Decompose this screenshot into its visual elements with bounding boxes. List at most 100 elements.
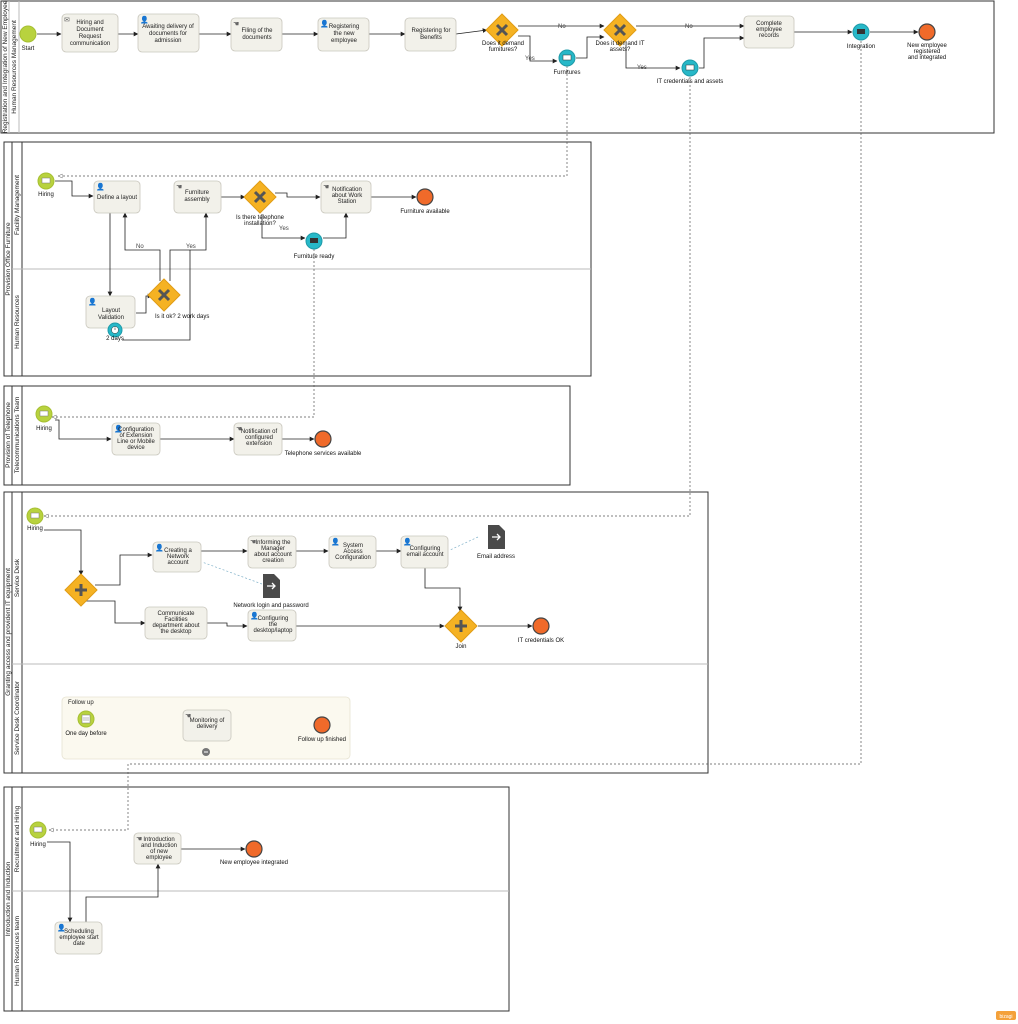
user-icon: 👤 [320,19,329,28]
pool-label: Introduction and Induction [5,861,12,936]
gateway-is-it-ok[interactable]: Is it ok? 2 work days [147,278,209,320]
start-message-hiring-telephone[interactable]: Hiring [35,405,53,432]
timer-start-one-day-before[interactable]: One day before [65,710,107,737]
user-icon: 👤 [155,543,164,552]
pool-label: Provision Office Furniture [5,222,12,296]
message-flows [44,41,862,830]
start-message-hiring-furniture[interactable]: Hiring [37,172,55,198]
svg-text:Hiring: Hiring [36,426,52,432]
svg-text:bizagi: bizagi [999,1014,1012,1020]
svg-text:Follow up finished: Follow up finished [298,737,346,743]
flow-label: No [685,24,693,30]
data-object-network-login[interactable]: Network login and password [233,574,309,609]
start-message-hiring-induction[interactable]: Hiring [29,821,47,848]
data-object-email[interactable]: Email address [477,525,515,560]
end-event-telephone-available[interactable]: Telephone services available [285,430,362,457]
end-event-new-employee-integrated[interactable]: New employee integrated [220,840,288,866]
timer-event-two-days[interactable]: 2 days [106,322,124,342]
pool-furniture: Provision Office Furniture Facility Mana… [3,141,592,377]
svg-text:Hiring: Hiring [30,842,46,848]
flow-label: No [136,244,144,250]
pool-induction: Introduction and Induction Recruitment a… [3,786,510,1012]
flow-label: Yes [637,65,647,71]
hand-icon: ☚ [323,184,329,191]
lane-label: Facility Management [14,175,21,235]
association [201,561,263,585]
end-event-furniture-available[interactable]: Furniture available [400,188,450,215]
lane-label: Recruitment and Hiring [14,805,21,872]
user-icon: 👤 [140,15,149,24]
user-icon: 👤 [96,182,105,191]
gateway-parallel-split[interactable] [64,573,98,607]
svg-text:Join: Join [455,644,466,650]
svg-text:Start: Start [22,46,35,52]
bizagi-logo: bizagi [996,1011,1016,1020]
hand-icon: ☚ [185,713,191,720]
svg-text:New employee integrated: New employee integrated [220,860,288,866]
pool-label: Granting access and provident IT equipme… [5,568,12,696]
lane-label: Human Resources Management [11,20,18,114]
lane-label: Human Resources team [14,916,21,986]
start-event[interactable]: Start [19,25,37,52]
end-event-it-credentials-ok[interactable]: IT credentials OK [518,617,564,644]
intermediate-event-it-credentials[interactable]: IT credentials and assets [657,59,724,85]
intermediate-event-integration[interactable]: Integration [847,23,875,50]
intermediate-event-furniture-ready[interactable]: Furniture ready [294,232,335,260]
user-icon: 👤 [114,424,123,433]
svg-text:Furniture ready: Furniture ready [294,254,335,260]
gateway-parallel-join[interactable]: Join [444,609,478,650]
svg-text:Follow up: Follow up [68,700,94,706]
lane-label: Service Desk [14,558,21,597]
svg-text:Email address: Email address [477,554,515,560]
end-event-follow-up-finished[interactable]: Follow up finished [298,716,346,743]
task-define-layout[interactable]: 👤 Define a layout [93,180,141,214]
svg-text:Furniture available: Furniture available [400,209,450,215]
start-message-hiring-it[interactable]: Hiring [26,507,44,532]
hand-icon: ☚ [250,539,256,546]
intermediate-event-furniture[interactable]: Furnitures [553,49,581,76]
pool-telephone: Provision of Telephone Telecommunication… [3,385,571,486]
svg-text:Is it ok? 2 work days: Is it ok? 2 work days [155,314,209,320]
lane-label: Human Resources [14,294,21,349]
